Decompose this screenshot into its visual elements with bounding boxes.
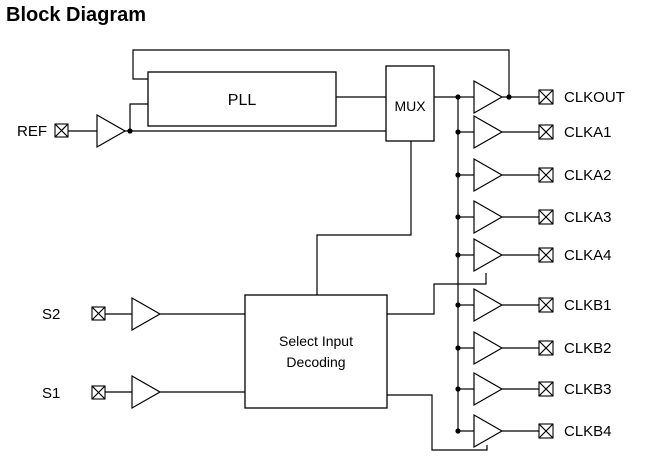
mux-label: MUX (394, 98, 426, 114)
s1-input-pad (91, 385, 106, 400)
ref-input-pad (54, 123, 69, 138)
clkb4-bus-junction (455, 428, 461, 434)
clka2-bus-junction (455, 172, 461, 178)
clka3-bus-junction (455, 214, 461, 220)
mux-block (385, 65, 435, 142)
diagram-title: Block Diagram (6, 4, 146, 26)
bank-b-enable-wire (387, 394, 488, 451)
clka4-label: CLKA4 (564, 247, 612, 264)
clkb3-bus-junction (455, 386, 461, 392)
clkb3-output-pad (538, 381, 554, 397)
pll-block (147, 71, 337, 127)
feedback-wire (132, 49, 510, 97)
clka1-output-pad (538, 124, 554, 140)
s2-label: S2 (42, 306, 60, 323)
clka2-label: CLKA2 (564, 167, 612, 184)
clkout-label: CLKOUT (564, 89, 625, 106)
clka3-buffer (473, 199, 504, 235)
clka2-buffer (473, 157, 504, 193)
clka3-label: CLKA3 (564, 209, 612, 226)
clkb1-bus-junction (455, 302, 461, 308)
clka4-bus-junction (455, 252, 461, 258)
clkb3-label: CLKB3 (564, 381, 612, 398)
s2-input-pad (91, 306, 106, 321)
clkb4-buffer (473, 413, 504, 449)
clka4-output-pad (538, 247, 554, 263)
feedback-junction (506, 94, 512, 100)
clkb1-label: CLKB1 (564, 297, 612, 314)
clkb4-label: CLKB4 (564, 423, 612, 440)
clkb2-label: CLKB2 (564, 340, 612, 357)
clkb2-buffer (473, 330, 504, 366)
ref-buffer (96, 113, 127, 149)
output-buffers: CLKOUT CLKA1CLKA2CLKA3CLKA4CLKB1CLKB2CLKB… (455, 79, 625, 449)
ref-label: REF (17, 123, 47, 140)
s2-buffer (131, 296, 162, 332)
s1-buffer (131, 374, 162, 410)
clkb1-output-pad (538, 297, 554, 313)
clka1-label: CLKA1 (564, 124, 612, 141)
clka1-bus-junction (455, 129, 461, 135)
clkout-buffer (473, 79, 504, 115)
mux-control-wire (316, 141, 412, 295)
clkb1-buffer (473, 287, 504, 323)
clkb2-output-pad (538, 340, 554, 356)
select-label-line2: Decoding (286, 354, 345, 370)
clkout-bus-junction (455, 94, 461, 100)
clka1-buffer (473, 114, 504, 150)
select-input-decoding-block (244, 294, 388, 409)
clkout-output-pad (538, 89, 554, 105)
clkb3-buffer (473, 371, 504, 407)
clkb2-bus-junction (455, 345, 461, 351)
pll-label: PLL (228, 92, 257, 109)
clka2-output-pad (538, 167, 554, 183)
bank-a-enable-wire (387, 273, 487, 315)
clkb4-output-pad (538, 423, 554, 439)
clka4-buffer (473, 237, 504, 273)
clka3-output-pad (538, 209, 554, 225)
ref-junction (127, 128, 133, 134)
select-label-line1: Select Input (279, 333, 353, 349)
s1-label: S1 (42, 385, 60, 402)
